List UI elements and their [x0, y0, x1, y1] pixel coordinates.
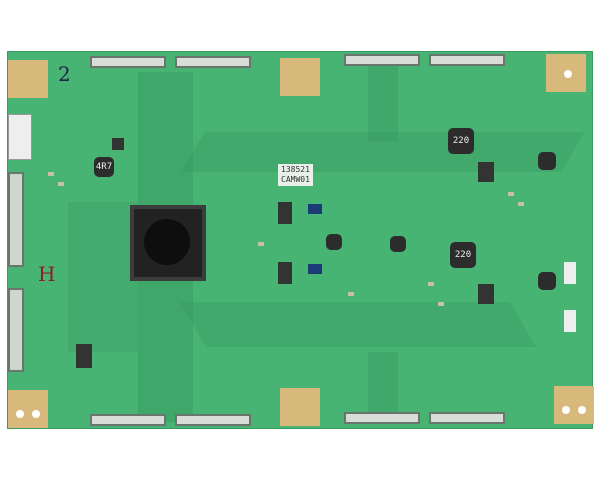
inductor: 220 [448, 128, 474, 154]
inductor [390, 236, 406, 252]
ic [478, 162, 494, 182]
inductor [538, 152, 556, 170]
component [564, 310, 576, 332]
trace-bundle [180, 302, 536, 347]
smd-component [348, 292, 354, 296]
smd-component [438, 302, 444, 306]
pcb-board: 4R7 220 220 138521 CAMW01 2 H [8, 52, 594, 428]
smd-component [518, 202, 524, 206]
smd-component [428, 282, 434, 286]
inductor: 4R7 [94, 157, 114, 177]
fpc-connector [344, 54, 420, 66]
inductor [326, 234, 342, 250]
smd-component [258, 242, 264, 246]
smd-component [508, 192, 514, 196]
lvds-connector [8, 288, 24, 372]
power-connector [8, 114, 32, 160]
smd-component [58, 182, 64, 186]
ic [76, 344, 92, 368]
fpc-connector [175, 414, 251, 426]
sticker-line: CAMW01 [281, 175, 310, 184]
ic [112, 138, 124, 150]
inductor-label: 220 [454, 250, 472, 260]
trace-bundle [368, 352, 398, 417]
serial-sticker: 138521 CAMW01 [278, 164, 313, 186]
handwritten-mark: 2 [58, 62, 71, 86]
fpc-connector [429, 412, 505, 424]
inductor [538, 272, 556, 290]
component [564, 262, 576, 284]
mounting-pad [8, 60, 48, 98]
inductor-label: 220 [452, 136, 470, 146]
trace-bundle [68, 202, 138, 352]
ic [278, 262, 292, 284]
mounting-pad [546, 54, 586, 92]
sticker-line: 138521 [281, 165, 310, 174]
fpc-connector [429, 54, 505, 66]
inductor-label: 4R7 [95, 162, 113, 172]
mounting-pad [280, 58, 320, 96]
mounting-pad [280, 388, 320, 426]
ic [278, 202, 292, 224]
mounting-pad [554, 386, 594, 424]
mounting-pad [8, 390, 48, 428]
transistor [308, 264, 322, 274]
transistor [308, 204, 322, 214]
timing-controller-chip [130, 205, 206, 281]
inductor: 220 [450, 242, 476, 268]
fpc-connector [90, 414, 166, 426]
fpc-connector [344, 412, 420, 424]
lvds-connector [8, 172, 24, 267]
fpc-connector [175, 56, 251, 68]
fpc-connector [90, 56, 166, 68]
trace-bundle [368, 62, 398, 142]
smd-component [48, 172, 54, 176]
handwritten-mark: H [38, 262, 56, 286]
ic [478, 284, 494, 304]
